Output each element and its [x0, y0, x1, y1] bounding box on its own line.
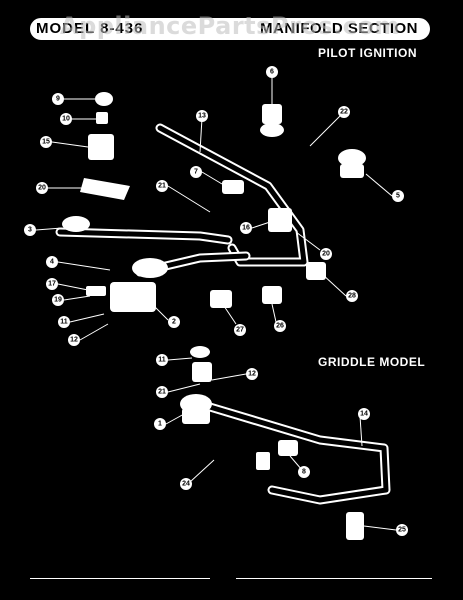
svg-text:12: 12: [248, 371, 256, 378]
title-model-label: MODEL: [36, 20, 95, 37]
svg-text:24: 24: [182, 481, 190, 488]
svg-text:28: 28: [348, 293, 356, 300]
svg-text:15: 15: [42, 139, 50, 146]
svg-text:11: 11: [60, 319, 68, 326]
pilot-ignition-label: PILOT IGNITION: [318, 46, 417, 60]
callout-2: 2: [168, 316, 180, 328]
callout-8: 8: [298, 466, 310, 478]
svg-text:20: 20: [38, 185, 46, 192]
callout-10: 10: [60, 113, 72, 125]
svg-text:5: 5: [396, 193, 400, 200]
title-banner: MODEL 8-436 MANIFOLD SECTION: [30, 18, 430, 40]
footer-rule-left: [30, 578, 210, 579]
callout-12a: 12: [68, 334, 80, 346]
callout-21a: 21: [156, 180, 168, 192]
callout-22: 22: [338, 106, 350, 118]
title-section-name: MANIFOLD SECTION: [260, 20, 418, 37]
svg-text:14: 14: [360, 411, 368, 418]
svg-text:20: 20: [322, 251, 330, 258]
svg-text:13: 13: [198, 113, 206, 120]
svg-text:11: 11: [158, 357, 166, 364]
callout-21b: 21: [156, 386, 168, 398]
svg-text:6: 6: [270, 69, 274, 76]
callout-20a: 20: [36, 182, 48, 194]
svg-text:21: 21: [158, 389, 166, 396]
callout-5: 5: [392, 190, 404, 202]
callout-13: 13: [196, 110, 208, 122]
svg-text:27: 27: [236, 327, 244, 334]
svg-text:17: 17: [48, 281, 56, 288]
part-shapes: [62, 92, 366, 540]
callout-4: 4: [46, 256, 58, 268]
svg-text:19: 19: [54, 297, 62, 304]
callout-27: 27: [234, 324, 246, 336]
callout-7: 7: [190, 166, 202, 178]
callout-18: 11: [156, 354, 168, 366]
callout-12b: 12: [246, 368, 258, 380]
svg-text:21: 21: [158, 183, 166, 190]
svg-text:2: 2: [172, 319, 176, 326]
svg-text:9: 9: [56, 96, 60, 103]
callout-6: 6: [266, 66, 278, 78]
svg-text:10: 10: [62, 116, 70, 123]
callout-16: 16: [240, 222, 252, 234]
callout-24: 24: [180, 478, 192, 490]
title-model-number: 8-436: [100, 20, 144, 37]
callout-28: 28: [346, 290, 358, 302]
callout-3: 3: [24, 224, 36, 236]
svg-text:25: 25: [398, 527, 406, 534]
callout-11: 11: [58, 316, 70, 328]
callout-15: 15: [40, 136, 52, 148]
svg-text:8: 8: [302, 469, 306, 476]
callout-25: 25: [396, 524, 408, 536]
callout-26: 26: [274, 320, 286, 332]
svg-text:7: 7: [194, 169, 198, 176]
callout-20b: 20: [320, 248, 332, 260]
svg-text:26: 26: [276, 323, 284, 330]
svg-text:22: 22: [340, 109, 348, 116]
watermark-text: AppliancePartsPros.com: [60, 12, 400, 40]
footer-rule-right: [236, 578, 432, 579]
svg-text:4: 4: [50, 259, 54, 266]
callout-19: 19: [52, 294, 64, 306]
griddle-model-label: GRIDDLE MODEL: [318, 355, 426, 369]
callout-9: 9: [52, 93, 64, 105]
griddle-manifold-tube: [195, 399, 391, 505]
callout-1: 1: [154, 418, 166, 430]
callout-14: 14: [358, 408, 370, 420]
svg-text:1: 1: [158, 421, 162, 428]
svg-text:3: 3: [28, 227, 32, 234]
svg-text:12: 12: [70, 337, 78, 344]
svg-text:16: 16: [242, 225, 250, 232]
callout-17: 17: [46, 278, 58, 290]
